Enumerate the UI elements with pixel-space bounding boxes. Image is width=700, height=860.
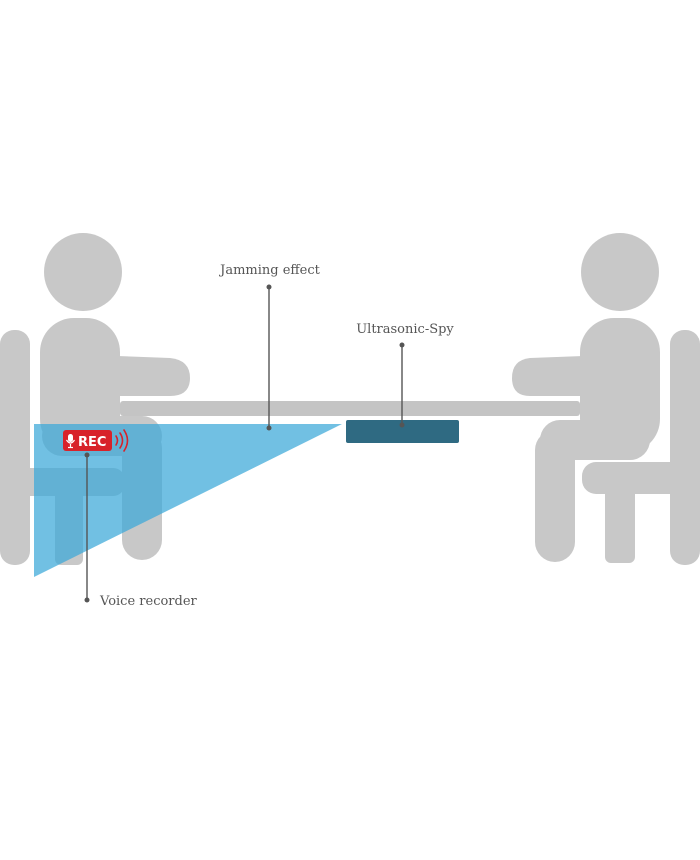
ultrasonic-spy-device xyxy=(346,420,459,443)
left-chair-back xyxy=(0,330,30,565)
table-top xyxy=(120,401,580,416)
jamming-leader-dot-top xyxy=(266,284,272,290)
right-chair-seat xyxy=(582,462,700,494)
rec-badge: REC xyxy=(63,429,129,452)
sound-waves-icon xyxy=(115,429,129,452)
rec-text: REC xyxy=(78,435,106,450)
right-head xyxy=(581,233,659,311)
right-person xyxy=(512,233,700,565)
right-torso xyxy=(580,318,660,453)
left-head xyxy=(44,233,122,311)
jamming-zone xyxy=(34,424,342,577)
right-chair-back xyxy=(670,330,700,565)
right-arm xyxy=(512,355,610,396)
ultrasonic-leader-dot-bottom xyxy=(399,422,405,428)
jamming-leader-dot-bottom xyxy=(266,425,272,431)
right-chair-leg xyxy=(605,488,635,563)
ultrasonic-spy-label: Ultrasonic-Spy xyxy=(356,322,454,337)
recorder-leader-dot-top xyxy=(84,452,90,458)
recorder-leader-dot-bottom xyxy=(84,597,90,603)
ultrasonic-leader-dot-top xyxy=(399,342,405,348)
left-arm xyxy=(90,355,190,396)
right-lower-leg xyxy=(535,430,575,562)
jamming-effect-label: Jamming effect xyxy=(218,263,321,278)
voice-recorder-label: Voice recorder xyxy=(99,594,198,609)
leader-lines xyxy=(84,284,405,603)
microphone-icon xyxy=(66,434,75,449)
rec-badge-background xyxy=(63,430,112,451)
